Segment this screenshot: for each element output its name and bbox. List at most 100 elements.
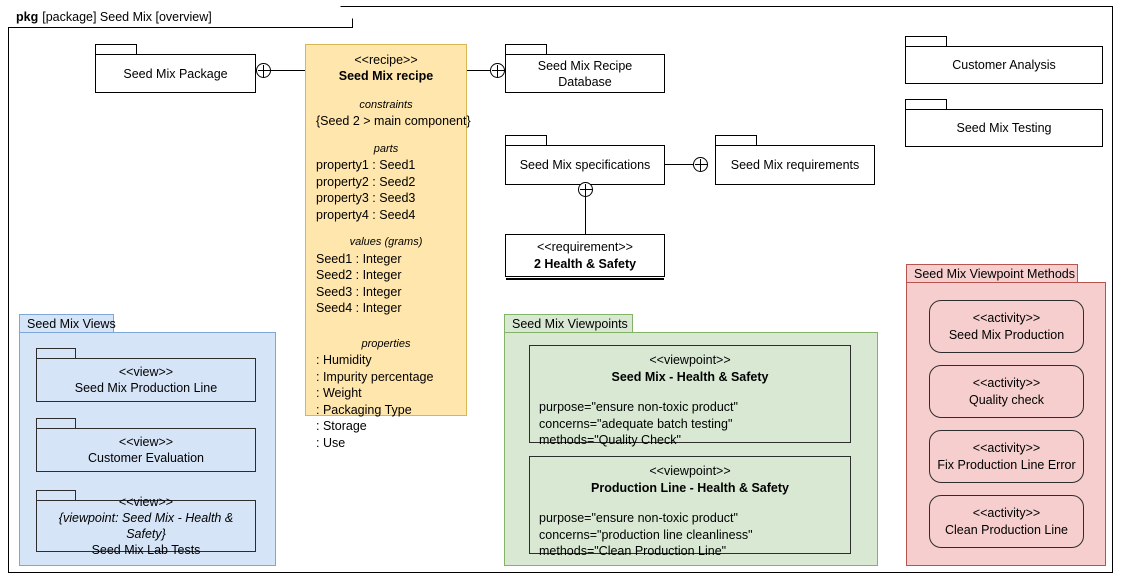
block-health-and-safety-requirement[interactable]: <<requirement>> 2 Health & Safety bbox=[505, 234, 665, 280]
package-seed-mix-requirements[interactable]: Seed Mix requirements bbox=[715, 135, 875, 185]
compartment-line: : Use bbox=[316, 435, 346, 450]
package-tab bbox=[36, 418, 76, 429]
view-name: Customer Evaluation bbox=[87, 451, 205, 465]
compartment-line: Seed3 : Integer bbox=[316, 284, 402, 299]
package-body: Seed Mix Testing bbox=[905, 109, 1103, 147]
compartment-line: : Humidity bbox=[316, 353, 372, 368]
viewpoint-attribute: concerns="adequate batch testing" bbox=[539, 416, 733, 431]
package-tab bbox=[505, 44, 547, 55]
viewpoint-attribute: purpose="ensure non-toxic product" bbox=[539, 400, 738, 414]
package-customer-analysis[interactable]: Customer Analysis bbox=[905, 36, 1103, 84]
viewpoint-attribute: methods="Quality Check" bbox=[539, 433, 681, 448]
containment-cross-icon-spec-requirement-block bbox=[578, 182, 593, 197]
package-view-customer-evaluation[interactable]: <<view>> Customer Evaluation bbox=[36, 418, 256, 472]
edge-package-to-recipe bbox=[271, 70, 305, 72]
diagram-frame bbox=[8, 6, 1113, 573]
package-body: Customer Analysis bbox=[905, 46, 1103, 84]
activity-stereotype: <<activity>> bbox=[972, 441, 1041, 455]
view-stereotype: <<view>> bbox=[118, 365, 174, 379]
package-tab bbox=[905, 99, 947, 110]
region-title-seed-mix-viewpoint-methods: Seed Mix Viewpoint Methods bbox=[906, 264, 1078, 283]
compartment-line: : Packaging Type bbox=[316, 402, 412, 417]
viewpoint-attribute: concerns="production line cleanliness" bbox=[539, 527, 753, 542]
compartment-line: {Seed 2 > main component} bbox=[316, 114, 471, 129]
viewpoint-attribute: purpose="ensure non-toxic product" bbox=[539, 511, 738, 525]
compartment-line: Seed1 : Integer bbox=[316, 251, 402, 266]
activity-stereotype: <<activity>> bbox=[972, 506, 1041, 520]
containment-cross-icon-package-recipe bbox=[256, 63, 271, 78]
block-seed-mix-recipe[interactable]: <<recipe>> Seed Mix recipe constraints {… bbox=[305, 44, 471, 450]
package-seed-mix-recipe-database[interactable]: Seed Mix Recipe Database bbox=[505, 44, 665, 93]
frame-title: [package] Seed Mix [overview] bbox=[42, 9, 212, 24]
requirement-underline bbox=[506, 278, 664, 280]
package-body: Seed Mix Package bbox=[95, 54, 256, 93]
viewpoint-stereotype: <<viewpoint>> bbox=[649, 464, 731, 478]
package-view-seed-mix-production-line[interactable]: <<view>> Seed Mix Production Line bbox=[36, 348, 256, 402]
compartment-line: property2 : Seed2 bbox=[316, 174, 416, 189]
block-activity-quality-check[interactable]: <<activity>> Quality check bbox=[929, 365, 1084, 418]
edge-specifications-to-requirements bbox=[665, 164, 695, 166]
recipe-compartment-parts: parts property1 : Seed1 property2 : Seed… bbox=[306, 137, 466, 231]
recipe-compartment-values: values (grams) Seed1 : Integer Seed2 : I… bbox=[306, 230, 466, 324]
package-label: Seed Mix Package bbox=[123, 66, 228, 81]
compartment-line: Seed4 : Integer bbox=[316, 301, 402, 316]
recipe-compartment-properties: properties : Humidity : Impurity percent… bbox=[306, 332, 466, 459]
region-title-seed-mix-views: Seed Mix Views bbox=[19, 314, 116, 333]
viewpoint-name: Production Line - Health & Safety bbox=[591, 480, 789, 495]
viewpoint-stereotype: <<viewpoint>> bbox=[649, 353, 731, 367]
compartment-line: property4 : Seed4 bbox=[316, 207, 416, 222]
package-label: Customer Analysis bbox=[952, 58, 1056, 72]
package-seed-mix-package[interactable]: Seed Mix Package bbox=[95, 44, 256, 93]
view-stereotype: <<view>> bbox=[118, 435, 174, 449]
package-tab bbox=[905, 36, 947, 47]
containment-cross-icon-recipe-database bbox=[490, 63, 505, 78]
activity-stereotype: <<activity>> bbox=[972, 376, 1041, 390]
package-body: <<view>> {viewpoint: Seed Mix - Health &… bbox=[36, 495, 256, 557]
block-activity-fix-production-line-error[interactable]: <<activity>> Fix Production Line Error bbox=[929, 430, 1084, 483]
compartment-title: values (grams) bbox=[349, 236, 423, 249]
compartment-line: property1 : Seed1 bbox=[316, 158, 416, 173]
frame-header: pkg [package] Seed Mix [overview] bbox=[8, 6, 353, 28]
package-seed-mix-testing[interactable]: Seed Mix Testing bbox=[905, 99, 1103, 147]
viewpoint-header: <<viewpoint>> Seed Mix - Health & Safety bbox=[530, 346, 850, 392]
requirement-name: 2 Health & Safety bbox=[533, 256, 637, 271]
activity-name: Seed Mix Production bbox=[948, 327, 1065, 342]
block-activity-seed-mix-production[interactable]: <<activity>> Seed Mix Production bbox=[929, 300, 1084, 353]
block-viewpoint-seed-mix-health-safety[interactable]: <<viewpoint>> Seed Mix - Health & Safety… bbox=[529, 345, 851, 447]
package-tab bbox=[505, 135, 547, 146]
region-title-seed-mix-viewpoints: Seed Mix Viewpoints bbox=[504, 314, 633, 333]
frame-keyword: pkg bbox=[16, 9, 39, 24]
package-label: Seed Mix requirements bbox=[730, 158, 860, 172]
viewpoint-name: Seed Mix - Health & Safety bbox=[611, 369, 769, 384]
viewpoint-attribute: methods="Clean Production Line" bbox=[539, 544, 727, 559]
activity-stereotype: <<activity>> bbox=[972, 311, 1041, 325]
package-label: Seed Mix Recipe Database bbox=[537, 58, 633, 89]
package-view-seed-mix-lab-tests[interactable]: <<view>> {viewpoint: Seed Mix - Health &… bbox=[36, 490, 256, 557]
activity-name: Clean Production Line bbox=[945, 522, 1068, 537]
package-body: <<view>> Customer Evaluation bbox=[36, 428, 256, 472]
compartment-line: : Impurity percentage bbox=[316, 369, 434, 384]
compartment-title: constraints bbox=[359, 98, 413, 111]
package-tab bbox=[715, 135, 757, 146]
compartment-line: : Storage bbox=[316, 419, 367, 434]
compartment-title: properties bbox=[361, 337, 411, 350]
edge-recipe-to-database bbox=[467, 70, 492, 72]
package-body: Seed Mix specifications bbox=[505, 145, 665, 185]
block-viewpoint-production-line-health-safety[interactable]: <<viewpoint>> Production Line - Health &… bbox=[529, 456, 851, 558]
viewpoint-header: <<viewpoint>> Production Line - Health &… bbox=[530, 457, 850, 503]
package-tab bbox=[36, 348, 76, 359]
package-body: Seed Mix requirements bbox=[715, 145, 875, 185]
compartment-line: property3 : Seed3 bbox=[316, 191, 416, 206]
activity-name: Fix Production Line Error bbox=[937, 457, 1076, 472]
block-activity-clean-production-line[interactable]: <<activity>> Clean Production Line bbox=[929, 495, 1084, 548]
view-name: Seed Mix Production Line bbox=[74, 381, 218, 395]
activity-name: Quality check bbox=[968, 392, 1045, 407]
package-tab bbox=[36, 490, 76, 501]
compartment-line: : Weight bbox=[316, 386, 362, 401]
package-body: Seed Mix Recipe Database bbox=[505, 54, 665, 93]
viewpoint-attributes: purpose="ensure non-toxic product" conce… bbox=[530, 503, 850, 566]
containment-cross-icon-spec-requirements bbox=[693, 157, 708, 172]
recipe-name: Seed Mix recipe bbox=[338, 69, 434, 84]
package-seed-mix-specifications[interactable]: Seed Mix specifications bbox=[505, 135, 665, 185]
edge-specifications-to-requirement-block bbox=[585, 197, 587, 234]
